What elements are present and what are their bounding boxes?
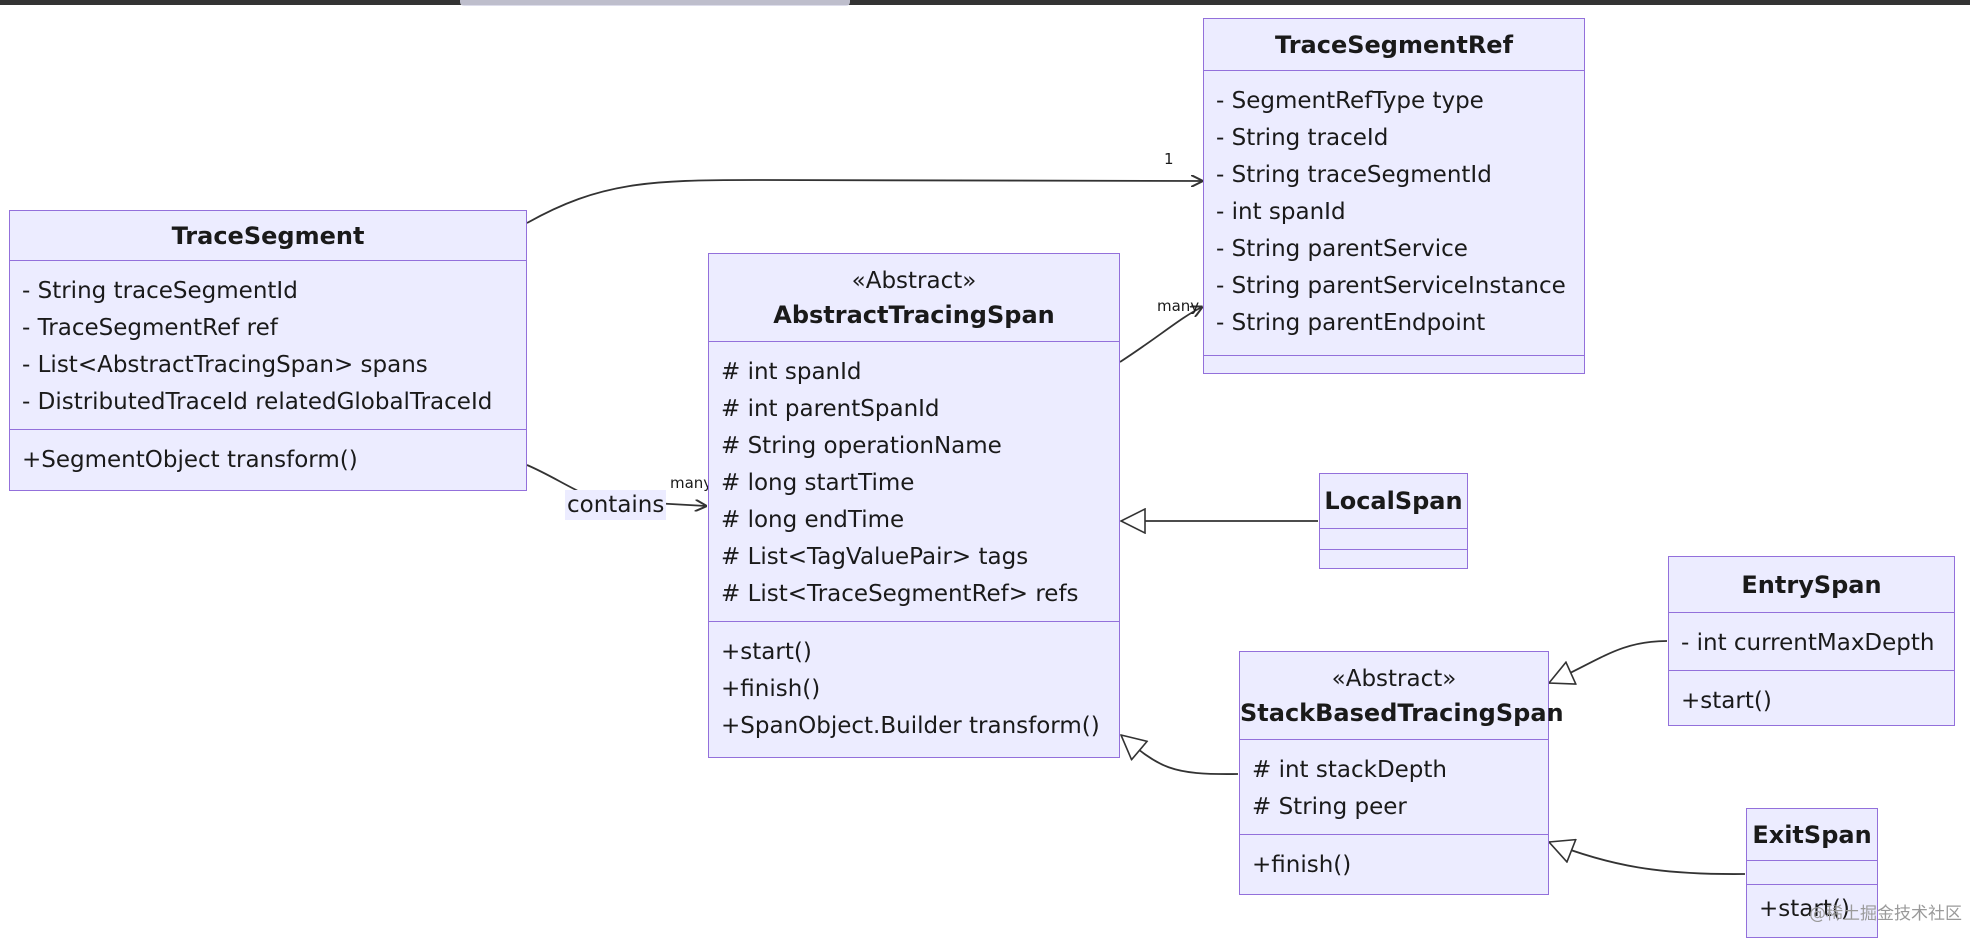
- methods-section: +start(): [1669, 671, 1954, 728]
- class-name: AbstractTracingSpan: [773, 301, 1055, 329]
- class-trace-segment: TraceSegment - String traceSegmentId - T…: [9, 210, 527, 491]
- method: +finish(): [721, 676, 821, 702]
- attribute: # int spanId: [721, 359, 862, 385]
- attributes-section: [1747, 861, 1877, 885]
- class-header: ExitSpan: [1747, 809, 1877, 861]
- attribute: # String operationName: [721, 433, 1002, 459]
- attributes-section: - int currentMaxDepth: [1669, 613, 1954, 671]
- multiplicity-many-contains: many: [670, 474, 713, 492]
- class-name: ExitSpan: [1752, 821, 1872, 849]
- class-exit-span: ExitSpan +start(): [1746, 808, 1878, 938]
- class-stack-based-tracing-span: «Abstract» StackBasedTracingSpan # int s…: [1239, 651, 1564, 895]
- multiplicity-many-ref: many: [1157, 297, 1200, 315]
- attributes-section: - SegmentRefType type - String traceId -…: [1204, 71, 1584, 356]
- edge-exitspan-inherits: [1549, 842, 1746, 875]
- attribute: - DistributedTraceId relatedGlobalTraceI…: [22, 389, 493, 415]
- attribute: # int parentSpanId: [721, 396, 940, 422]
- edge-entryspan-inherits: [1549, 640, 1668, 683]
- class-header: «Abstract» AbstractTracingSpan: [709, 254, 1119, 342]
- watermark: @稀土掘金技术社区: [1809, 904, 1962, 924]
- method: +SegmentObject transform(): [22, 447, 358, 473]
- attribute: # List<TraceSegmentRef> refs: [721, 581, 1079, 607]
- methods-section: +finish(): [1240, 835, 1548, 892]
- attribute: - String traceId: [1216, 125, 1389, 151]
- attribute: - int spanId: [1216, 199, 1346, 225]
- stereotype: «Abstract»: [1331, 666, 1457, 692]
- edge-segment-to-ref: [526, 180, 1202, 224]
- edge-stackbased-inherits: [1121, 735, 1239, 775]
- methods-section: +start() +finish() +SpanObject.Builder t…: [709, 622, 1119, 753]
- class-header: «Abstract» StackBasedTracingSpan: [1240, 652, 1564, 740]
- attribute: - String parentServiceInstance: [1216, 273, 1566, 299]
- class-header: TraceSegment: [10, 211, 526, 261]
- attributes-section: # int spanId # int parentSpanId # String…: [709, 342, 1119, 622]
- attribute: - String traceSegmentId: [1216, 162, 1492, 188]
- class-header: LocalSpan: [1320, 474, 1467, 529]
- attributes-section: [1320, 529, 1467, 550]
- contains-label: contains: [565, 490, 667, 520]
- attribute: - String parentService: [1216, 236, 1468, 262]
- multiplicity-one: 1: [1164, 150, 1174, 168]
- method: +start(): [721, 639, 812, 665]
- methods-section: +start(): [1747, 885, 1877, 928]
- attribute: # long startTime: [721, 470, 915, 496]
- class-trace-segment-ref: TraceSegmentRef - SegmentRefType type - …: [1203, 18, 1585, 374]
- class-name: LocalSpan: [1324, 487, 1463, 515]
- edge-span-to-ref: [1119, 307, 1202, 363]
- class-name: TraceSegmentRef: [1274, 31, 1514, 59]
- method: +start(): [1759, 896, 1850, 922]
- method: +finish(): [1252, 852, 1352, 878]
- stereotype: «Abstract»: [851, 268, 977, 294]
- method: +SpanObject.Builder transform(): [721, 713, 1100, 739]
- attributes-section: # int stackDepth # String peer: [1240, 740, 1548, 835]
- class-name: EntrySpan: [1741, 571, 1882, 599]
- class-entry-span: EntrySpan - int currentMaxDepth +start(): [1668, 556, 1955, 726]
- attribute: - TraceSegmentRef ref: [22, 315, 278, 341]
- class-local-span: LocalSpan: [1319, 473, 1468, 569]
- cropped-heading-fragment: [460, 0, 850, 6]
- attribute: - int currentMaxDepth: [1681, 630, 1935, 656]
- top-bar: [0, 0, 1970, 5]
- class-header: TraceSegmentRef: [1204, 19, 1584, 71]
- attribute: # List<TagValuePair> tags: [721, 544, 1029, 570]
- attribute: - String parentEndpoint: [1216, 310, 1486, 336]
- class-abstract-tracing-span: «Abstract» AbstractTracingSpan # int spa…: [708, 253, 1120, 758]
- class-name: StackBasedTracingSpan: [1240, 699, 1564, 727]
- attribute: - SegmentRefType type: [1216, 88, 1484, 114]
- class-name: TraceSegment: [171, 222, 365, 250]
- methods-section: +SegmentObject transform(): [10, 430, 526, 487]
- attribute: # long endTime: [721, 507, 905, 533]
- attribute: - String traceSegmentId: [22, 278, 298, 304]
- attributes-section: - String traceSegmentId - TraceSegmentRe…: [10, 261, 526, 430]
- attribute: # int stackDepth: [1252, 757, 1447, 783]
- method: +start(): [1681, 688, 1772, 714]
- class-header: EntrySpan: [1669, 557, 1954, 613]
- attribute: # String peer: [1252, 794, 1407, 820]
- attribute: - List<AbstractTracingSpan> spans: [22, 352, 428, 378]
